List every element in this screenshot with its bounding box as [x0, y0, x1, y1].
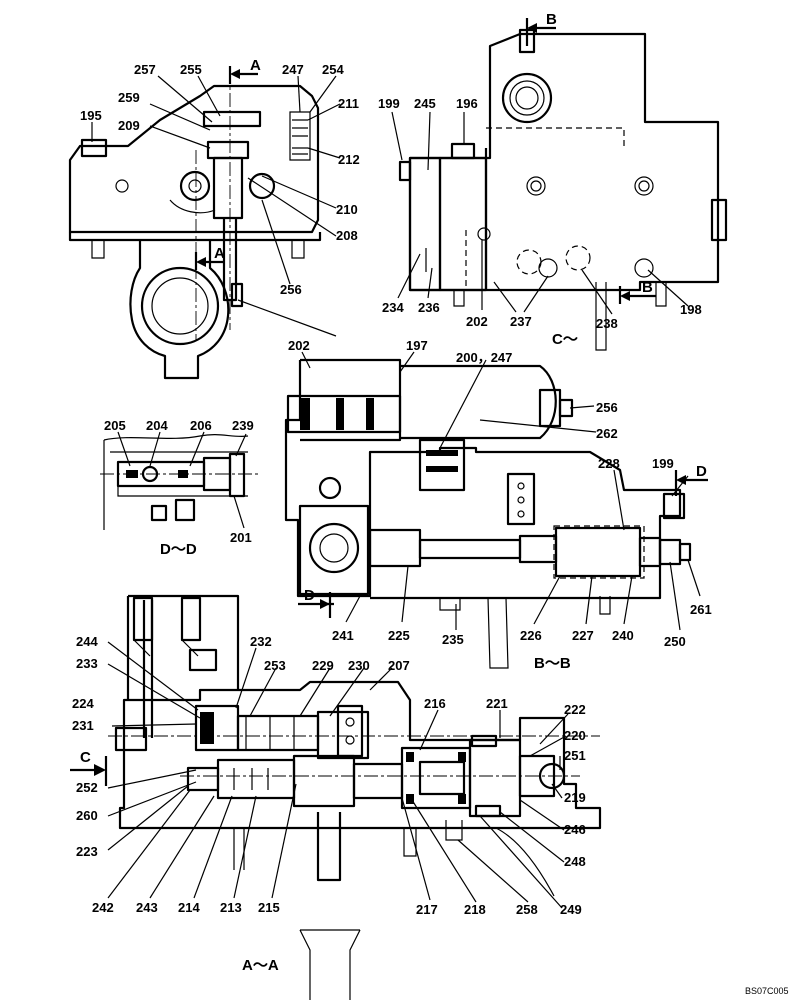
arrow-letter-a-top: A [250, 57, 261, 74]
part-number: 226 [520, 628, 542, 643]
part-number: 202 [288, 338, 310, 353]
part-number: 216 [424, 696, 446, 711]
part-number: 252 [76, 780, 98, 795]
part-number: 202 [466, 314, 488, 329]
part-number: 204 [146, 418, 168, 433]
view-c-drawing [398, 28, 728, 351]
part-number: 227 [572, 628, 594, 643]
part-number: 255 [180, 62, 202, 77]
part-number: 240 [612, 628, 634, 643]
view-b-section-drawing [284, 358, 692, 669]
section-arrow-c-left: C [70, 749, 108, 786]
part-number: 219 [564, 790, 586, 805]
part-number: 196 [456, 96, 478, 111]
drawing-code: BS07C005 [745, 986, 789, 996]
part-number: 221 [486, 696, 508, 711]
part-number: 228 [598, 456, 620, 471]
part-number: 241 [332, 628, 354, 643]
arrow-letter-d-left: D [304, 587, 315, 604]
part-number: 229 [312, 658, 334, 673]
part-number: 260 [76, 808, 98, 823]
view-d-detail-drawing [100, 433, 260, 530]
part-number: 224 [72, 696, 94, 711]
part-number: 222 [564, 702, 586, 717]
section-label-a: A～A [242, 957, 279, 974]
part-number: 244 [76, 634, 98, 649]
part-number: 214 [178, 900, 200, 915]
part-number-labels: 195 257 255 247 254 259 211 209 212 210 … [72, 62, 712, 974]
section-arrow-a-mid: A [194, 245, 225, 270]
part-number: 200，247 [456, 350, 512, 365]
part-number: 225 [388, 628, 410, 643]
part-number: 258 [516, 902, 538, 917]
part-number: 247 [282, 62, 304, 77]
part-number: 212 [338, 152, 360, 167]
part-number: 199 [378, 96, 400, 111]
section-arrow-d-left: D [298, 587, 334, 618]
part-number: 259 [118, 90, 140, 105]
leader-lines [91, 75, 701, 909]
part-number: 243 [136, 900, 158, 915]
part-number: 239 [232, 418, 254, 433]
part-number: 209 [118, 118, 140, 133]
part-number: 217 [416, 902, 438, 917]
section-arrow-b-right: B [618, 279, 656, 304]
part-number: 254 [322, 62, 344, 77]
part-number: 237 [510, 314, 532, 329]
section-label-c: C～ [552, 331, 578, 348]
part-number: 197 [406, 338, 428, 353]
part-number: 199 [652, 456, 674, 471]
section-arrow-b-top: B [525, 11, 557, 46]
part-number: 256 [596, 400, 618, 415]
section-label-b: B～B [534, 655, 571, 672]
part-number: 208 [336, 228, 358, 243]
part-number: 238 [596, 316, 618, 331]
part-number: 233 [76, 656, 98, 671]
part-number: 232 [250, 634, 272, 649]
part-number: 231 [72, 718, 94, 733]
part-number: 230 [348, 658, 370, 673]
part-number: 257 [134, 62, 156, 77]
part-number: 250 [664, 634, 686, 649]
part-number: 218 [464, 902, 486, 917]
part-number: 220 [564, 728, 586, 743]
part-number: 261 [690, 602, 712, 617]
section-label-d: D～D [160, 541, 197, 558]
part-number: 242 [92, 900, 114, 915]
part-number: 235 [442, 632, 464, 647]
part-number: 198 [680, 302, 702, 317]
part-number: 210 [336, 202, 358, 217]
part-number: 246 [564, 822, 586, 837]
part-number: 236 [418, 300, 440, 315]
regulator-side-view [68, 70, 322, 380]
part-number: 253 [264, 658, 286, 673]
part-number: 213 [220, 900, 242, 915]
arrow-letter-b-top: B [546, 11, 557, 28]
part-number: 245 [414, 96, 436, 111]
section-arrow-a-top: A [228, 57, 261, 84]
arrow-letter-c-left: C [80, 749, 91, 766]
part-number: 234 [382, 300, 404, 315]
arrow-letter-a-mid: A [214, 245, 225, 262]
part-number: 256 [280, 282, 302, 297]
part-number: 205 [104, 418, 126, 433]
part-number: 206 [190, 418, 212, 433]
arrow-letter-d-right: D [696, 463, 707, 480]
part-number: 262 [596, 426, 618, 441]
part-number: 223 [76, 844, 98, 859]
part-number: 215 [258, 900, 280, 915]
part-number: 251 [564, 748, 586, 763]
part-number: 207 [388, 658, 410, 673]
part-number: 195 [80, 108, 102, 123]
part-number: 248 [564, 854, 586, 869]
part-number: 201 [230, 530, 252, 545]
arrow-letter-b-right: B [642, 279, 653, 296]
part-number: 211 [338, 96, 359, 111]
view-a-section-drawing [108, 594, 602, 1000]
part-number: 249 [560, 902, 582, 917]
